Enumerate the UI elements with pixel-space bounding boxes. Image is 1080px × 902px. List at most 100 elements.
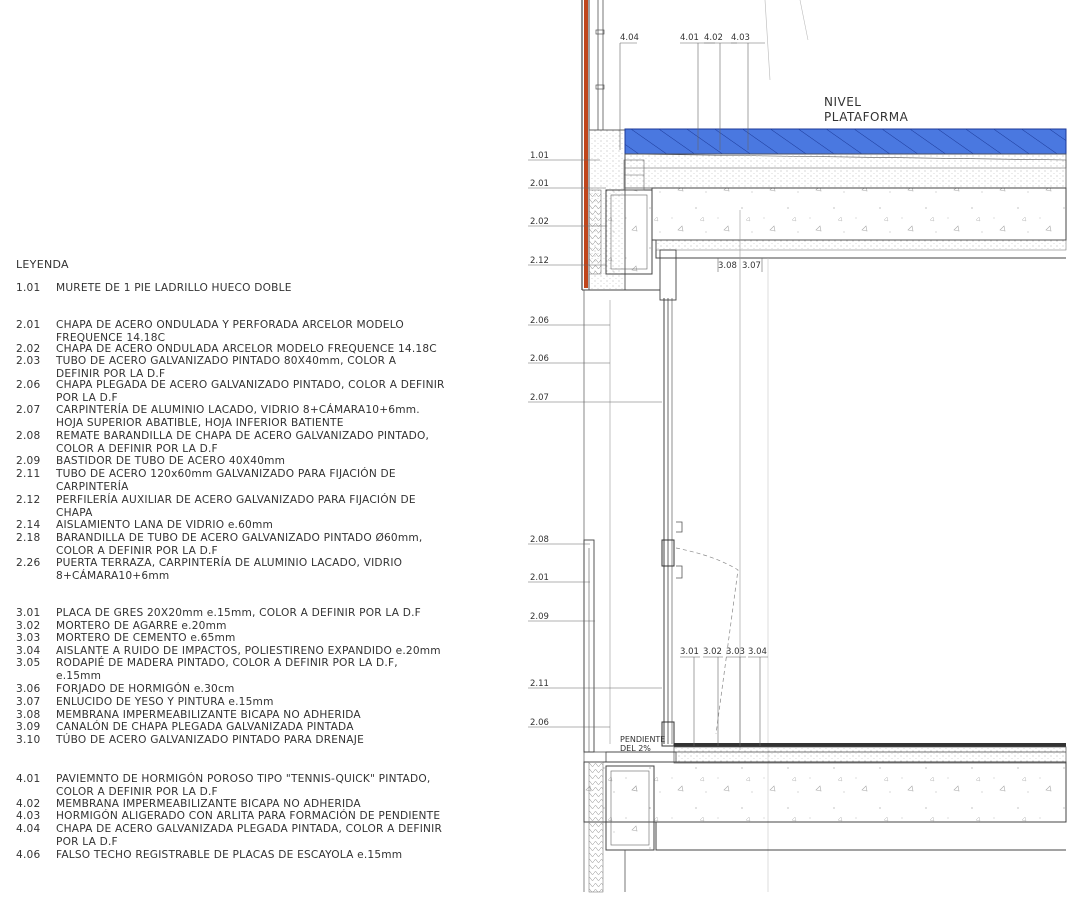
leader-tag: 2.01 <box>530 573 549 583</box>
leader-tag: 2.02 <box>530 217 549 227</box>
legend-item-code: 2.01 <box>16 319 41 331</box>
legend-item-description: AISLAMIENTO LANA DE VIDRIO e.60mm <box>56 519 274 531</box>
reference-tags: 1.01 2.01 2.02 2.12 2.06 2.06 2.07 2.08 2.01 2.09… <box>528 33 768 746</box>
legend-item-description: CHAPA DE ACERO ONDULADA Y PERFORADA ARCE… <box>56 319 404 331</box>
legend-item-description: COLOR A DEFINIR POR LA D.F <box>56 785 218 798</box>
legend-item-description: DEFINIR POR LA D.F <box>56 367 166 380</box>
legend-item-code: 2.12 <box>16 494 41 506</box>
legend-item-code: 2.14 <box>16 519 41 531</box>
leader-tag: 2.08 <box>530 535 549 545</box>
legend-item-code: 3.06 <box>16 683 41 695</box>
legend-item-description: POR LA D.F <box>56 391 118 404</box>
leader-tag: 4.02 <box>704 33 723 43</box>
legend-item-code: 2.26 <box>16 557 41 569</box>
legend-item-code: 4.01 <box>16 773 41 785</box>
legend-item-description: CANALÓN DE CHAPA PLEGADA GALVANIZADA PIN… <box>56 721 354 733</box>
legend-item-description: 8+CÁMARA10+6mm <box>56 569 170 582</box>
leader-tag: 4.04 <box>620 33 639 43</box>
legend-item-description: CHAPA <box>56 506 93 519</box>
legend-item-code: 3.04 <box>16 645 41 657</box>
window-frame <box>659 249 739 747</box>
legend-item-code: 2.03 <box>16 355 41 367</box>
legend-item-description: MEMBRANA IMPERMEABILIZANTE BICAPA NO ADH… <box>56 798 361 810</box>
leader-tag: 4.01 <box>680 33 699 43</box>
upper-concrete-slab <box>651 187 1067 259</box>
legend-item-description: TUBO DE ACERO 120x60mm GALVANIZADO PARA … <box>56 468 396 480</box>
leader-tag: 4.03 <box>731 33 750 43</box>
legend-item-description: POR LA D.F <box>56 835 118 848</box>
legend-item-description: PERFILERÍA AUXILIAR DE ACERO GALVANIZADO… <box>56 494 416 506</box>
legend-item-description: CARPINTERÍA DE ALUMINIO LACADO, VIDRIO 8… <box>56 404 420 416</box>
slope-label: PENDIENTE DEL 2% <box>620 735 665 753</box>
leader-tag: 3.08 <box>718 261 737 271</box>
legend-item-description: BARANDILLA DE TUBO DE ACERO GALVANIZADO … <box>56 532 423 544</box>
legend-item-description: PLACA DE GRES 20X20mm e.15mm, COLOR A DE… <box>56 607 421 619</box>
legend-item-code: 3.08 <box>16 709 41 721</box>
legend-item-description: TÚBO DE ACERO GALVANIZADO PINTADO PARA D… <box>56 734 364 746</box>
lightweight-concrete-slope <box>624 153 1067 189</box>
level-label: NIVEL PLATAFORMA <box>824 95 909 124</box>
leader-tag: 3.07 <box>742 261 761 271</box>
lower-concrete-slab <box>583 761 1067 893</box>
legend-item-description: COLOR A DEFINIR POR LA D.F <box>56 544 218 557</box>
leader-tag: 2.06 <box>530 354 549 364</box>
slope-label-line2: DEL 2% <box>620 744 651 753</box>
legend-item-description: REMATE BARANDILLA DE CHAPA DE ACERO GALV… <box>56 430 430 442</box>
top-pavement <box>624 128 1067 169</box>
brick-parapet <box>582 129 660 291</box>
lower-floor <box>584 743 1067 764</box>
leader-tag: 2.11 <box>530 679 549 689</box>
legend-title: LEYENDA <box>16 258 69 271</box>
leader-tag: 3.03 <box>726 647 745 657</box>
legend-item-code: 4.06 <box>16 849 41 861</box>
legend-item-code: 3.09 <box>16 721 41 733</box>
legend-item-code: 2.02 <box>16 343 41 355</box>
legend-item-description: PAVIEMNTO DE HORMIGÓN POROSO TIPO "TENNI… <box>56 773 431 785</box>
legend-item-description: CHAPA DE ACERO GALVANIZADA PLEGADA PINTA… <box>56 823 443 835</box>
legend-item-description: HOJA SUPERIOR ABATIBLE, HOJA INFERIOR BA… <box>56 416 344 429</box>
legend-item-description: MURETE DE 1 PIE LADRILLO HUECO DOBLE <box>56 282 292 294</box>
leader-tag: 2.01 <box>530 179 549 189</box>
legend-item-description: e.15mm <box>56 669 102 682</box>
legend-item-code: 2.11 <box>16 468 41 480</box>
legend-item-description: HORMIGÓN ALIGERADO CON ARLITA PARA FORMA… <box>56 810 441 822</box>
legend-item-description: COLOR A DEFINIR POR LA D.F <box>56 442 218 455</box>
legend-item-code: 3.02 <box>16 620 41 632</box>
legend-item-description: FORJADO DE HORMIGÓN e.30cm <box>56 683 235 695</box>
legend-item-code: 2.08 <box>16 430 41 442</box>
level-label-line2: PLATAFORMA <box>824 110 909 124</box>
legend-item-code: 3.07 <box>16 696 41 708</box>
legend-item-description: CHAPA PLEGADA DE ACERO GALVANIZADO PINTA… <box>56 379 445 391</box>
legend-item-description: ENLUCIDO DE YESO Y PINTURA e.15mm <box>56 696 274 708</box>
leader-tag: 2.09 <box>530 612 549 622</box>
leader-tag: 1.01 <box>530 151 549 161</box>
legend-item-description: CHAPA DE ACERO ONDULADA ARCELOR MODELO F… <box>56 343 437 355</box>
legend-item-code: 1.01 <box>16 282 41 294</box>
leader-tag: 2.06 <box>530 316 549 326</box>
legend-item-description: TUBO DE ACERO GALVANIZADO PINTADO 80X40m… <box>56 355 397 367</box>
legend-item-description: FALSO TECHO REGISTRABLE DE PLACAS DE ESC… <box>56 849 403 861</box>
level-label-line1: NIVEL <box>824 95 862 109</box>
legend-item-description: FREQUENCE 14.18C <box>56 331 166 344</box>
legend-item-code: 2.07 <box>16 404 41 416</box>
legend-item-description: MORTERO DE AGARRE e.20mm <box>56 620 227 632</box>
legend-item-code: 3.01 <box>16 607 41 619</box>
leader-tag: 2.07 <box>530 393 549 403</box>
leader-tag: 2.06 <box>530 718 549 728</box>
legend-item-description: MORTERO DE CEMENTO e.65mm <box>56 632 236 644</box>
legend-item-code: 2.18 <box>16 532 41 544</box>
legend-item-code: 4.02 <box>16 798 41 810</box>
leader-tag: 2.12 <box>530 256 549 266</box>
legend-item-description: BASTIDOR DE TUBO DE ACERO 40X40mm <box>56 455 286 467</box>
legend-item-description: AISLANTE A RUIDO DE IMPACTOS, POLIESTIRE… <box>56 645 441 657</box>
legend-item-description: RODAPIÉ DE MADERA PINTADO, COLOR A DEFIN… <box>56 657 398 669</box>
leader-tag: 3.04 <box>748 647 767 657</box>
legend-item-code: 2.06 <box>16 379 41 391</box>
legend-item-code: 3.10 <box>16 734 41 746</box>
legend-item-description: MEMBRANA IMPERMEABILIZANTE BICAPA NO ADH… <box>56 709 361 721</box>
legend-item-code: 2.09 <box>16 455 41 467</box>
slope-label-line1: PENDIENTE <box>620 735 665 744</box>
legend-item-description: CARPINTERÍA <box>56 480 129 493</box>
legend-item-code: 3.05 <box>16 657 41 669</box>
